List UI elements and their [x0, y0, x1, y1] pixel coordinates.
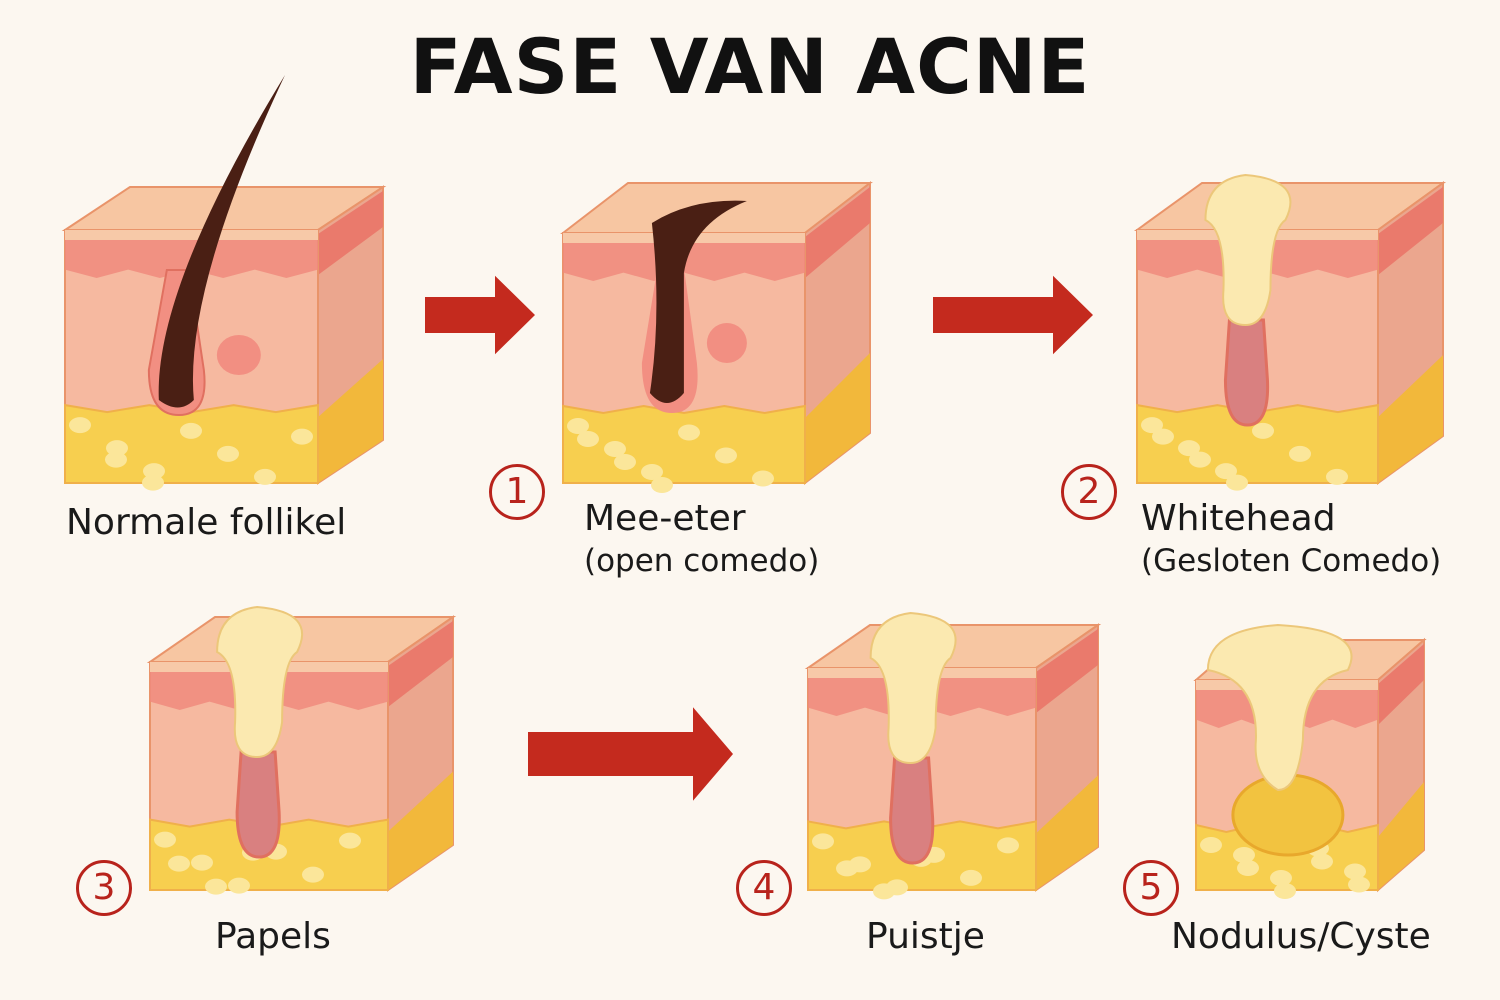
- step-number-2: 2: [1061, 464, 1117, 520]
- fat-side: [388, 771, 453, 890]
- stratum-corneum: [65, 230, 318, 240]
- fat-cell: [1237, 860, 1259, 876]
- fat-cell: [812, 833, 834, 850]
- epidermis-side: [805, 187, 870, 278]
- hair: [158, 75, 285, 408]
- fat-cell: [1344, 863, 1366, 880]
- fat-cell: [1141, 417, 1163, 434]
- fat-layer: [562, 404, 806, 484]
- fat-cell: [1215, 463, 1237, 480]
- step-number-3: 3: [76, 860, 132, 916]
- stage-subtitle-whitehead: (Gesloten Comedo): [1141, 543, 1442, 579]
- arrow-icon-2: [933, 275, 1093, 355]
- fat-layer: [64, 403, 319, 484]
- fat-cell: [960, 869, 982, 886]
- sebaceous-gland: [706, 323, 747, 363]
- fat-cell: [191, 854, 213, 871]
- fat-cell: [143, 463, 165, 480]
- fat-cell: [1252, 422, 1274, 439]
- fat-cell: [339, 832, 361, 849]
- fat-cell: [228, 877, 250, 894]
- pus-plug: [1204, 173, 1292, 327]
- blackhead-plug: [649, 200, 747, 403]
- fat-cell: [836, 860, 858, 877]
- fat-cell: [1348, 876, 1370, 893]
- stage-label-whitehead: Whitehead: [1141, 498, 1336, 539]
- fat-cell: [873, 883, 895, 900]
- fat-side: [1378, 355, 1443, 483]
- fat-cell: [567, 418, 589, 434]
- stage-label-pustule: Puistje: [866, 916, 985, 957]
- fat-cell: [614, 454, 636, 470]
- fat-side: [318, 359, 383, 483]
- skin-block-papule: [146, 605, 457, 895]
- skin-block-normal: [61, 75, 387, 491]
- fat-cell: [752, 470, 774, 487]
- fat-cell: [205, 878, 227, 895]
- skin-block-blackhead: [560, 180, 873, 493]
- fat-cell: [1226, 474, 1248, 491]
- fat-cell: [1289, 445, 1311, 462]
- fat-cell: [1189, 451, 1211, 468]
- stage-label-normal: Normale follikel: [66, 502, 347, 543]
- stage-label-nodule-cyst: Nodulus/Cyste: [1171, 916, 1431, 957]
- fat-cell: [302, 866, 324, 883]
- fat-cell: [1178, 440, 1200, 457]
- fat-cell: [217, 445, 239, 462]
- epidermis-side: [1378, 187, 1443, 275]
- epidermis-side: [1036, 629, 1098, 713]
- page-title: FASE VAN ACNE: [409, 22, 1091, 111]
- inflamed-follicle: [1223, 318, 1270, 427]
- fat-cell: [1274, 883, 1296, 899]
- fat-cell: [1152, 428, 1174, 445]
- pus-plug: [216, 605, 303, 759]
- fat-cell: [715, 447, 737, 464]
- fat-cell: [291, 428, 313, 445]
- fat-cell: [577, 431, 599, 447]
- fat-side: [1036, 775, 1098, 890]
- fat-cell: [997, 837, 1019, 854]
- step-number-5: 5: [1123, 860, 1179, 916]
- fat-cell: [142, 474, 164, 491]
- step-number-4: 4: [736, 860, 792, 916]
- fat-side: [1378, 782, 1424, 890]
- inflamed-follicle: [889, 756, 935, 865]
- fat-cell: [1311, 853, 1333, 870]
- fat-cell: [1326, 468, 1348, 485]
- pus-plug: [869, 611, 957, 765]
- stage-label-blackhead: Mee-eter: [584, 498, 746, 539]
- epidermis-side: [1378, 644, 1424, 725]
- skin-block-nodule: [1193, 623, 1427, 899]
- fat-cell: [106, 440, 128, 457]
- skin-block-pustule: [804, 611, 1102, 900]
- fat-side: [805, 353, 870, 483]
- fat-cell: [651, 477, 673, 493]
- fat-cell: [69, 417, 91, 434]
- arrow-icon-3: [528, 707, 733, 801]
- fat-cell: [678, 424, 700, 441]
- pus-plug: [1206, 623, 1353, 792]
- sebaceous-gland: [216, 335, 261, 375]
- epidermis-side: [318, 191, 383, 275]
- fat-cell: [105, 451, 127, 468]
- fat-cell: [641, 464, 663, 480]
- stage-label-papule: Papels: [215, 916, 331, 957]
- fat-cell: [180, 422, 202, 439]
- stage-subtitle-blackhead: (open comedo): [584, 543, 820, 579]
- inflamed-follicle: [235, 750, 281, 859]
- fat-cell: [168, 855, 190, 872]
- fat-cell: [1233, 847, 1255, 863]
- fat-cell: [604, 441, 626, 457]
- epidermis-side: [388, 621, 453, 707]
- step-number-1: 1: [489, 464, 545, 520]
- arrow-icon-1: [425, 275, 535, 355]
- fat-cell: [1270, 870, 1292, 886]
- fat-cell: [154, 831, 176, 848]
- fat-cell: [1200, 837, 1222, 853]
- skin-block-whitehead: [1133, 173, 1447, 491]
- fat-cell: [254, 468, 276, 485]
